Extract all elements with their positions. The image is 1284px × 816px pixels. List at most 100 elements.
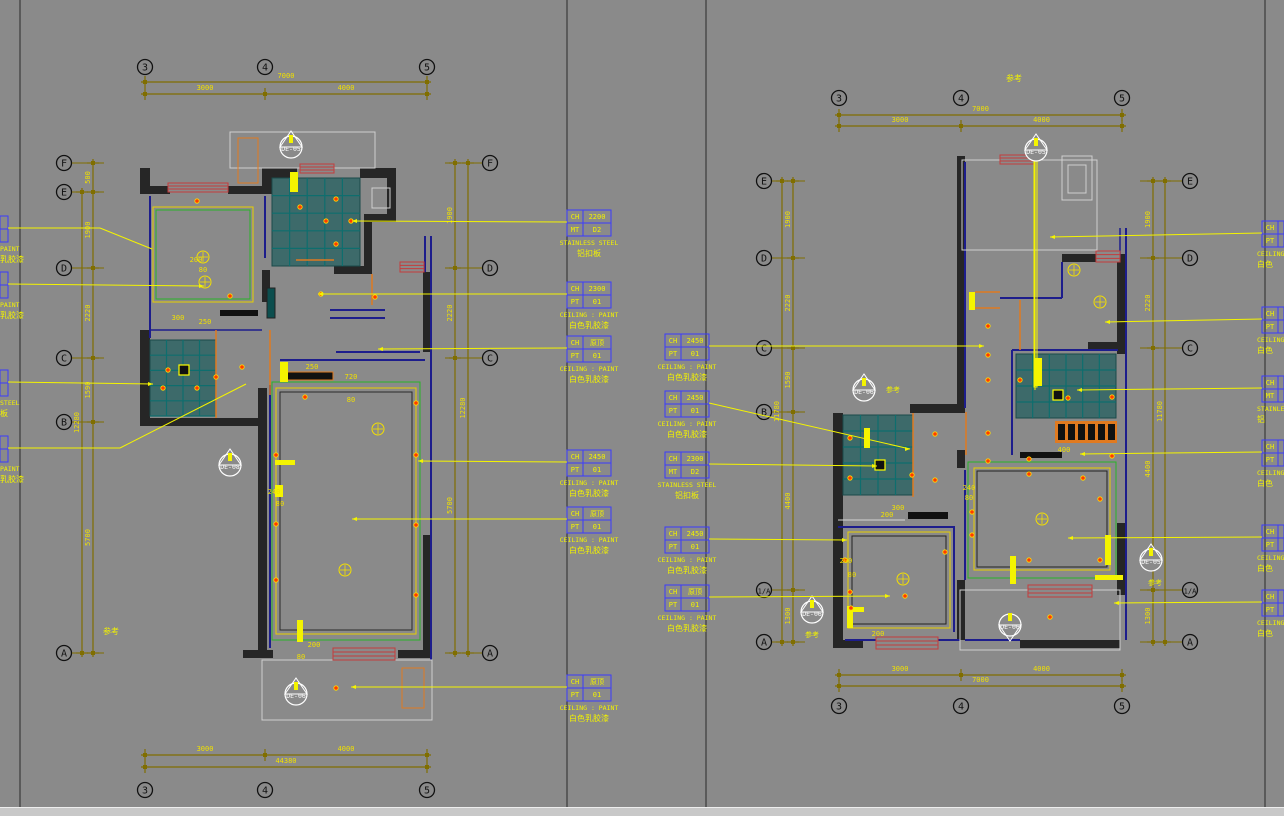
dimension-text: 1900 [84,222,92,239]
grid-axis-bubble [755,581,773,599]
note-reference: 参考 [103,626,119,636]
callout-value: 01 [593,691,601,699]
wall-hatch [243,650,273,658]
section-mark-arrow [279,130,303,148]
ceiling-light [1109,453,1115,459]
callout-desc-en: PAINT [0,301,20,309]
storage-rack-slot [1068,424,1075,440]
ceiling-light [160,385,166,391]
dimension-text: 4400 [1144,461,1152,478]
leader-arrow [318,292,323,296]
ceiling-light [932,477,938,483]
leader-arrow [885,594,890,598]
dimension-node [1151,256,1155,260]
section-mark-arrow [800,595,824,613]
leader-line [7,381,154,385]
dimension-node [263,753,267,757]
dimension-text: 3000 [197,84,214,92]
ceiling-outline [152,206,254,303]
wall-hatch [364,214,396,222]
callout-cell [582,687,612,702]
grid-axis-label: F [487,159,493,170]
dimension-small: 80 [276,500,284,508]
callout-value: 2450 [687,394,704,402]
counter [1020,452,1062,458]
grid-axis-label: A [761,638,767,649]
dimension-text: 4000 [338,745,355,753]
exhaust-fan-icon [338,563,352,577]
callout-value: 2450 [687,337,704,345]
callout-desc-zh: 白色乳胶漆 [667,623,707,633]
dimension-node [837,124,841,128]
grid-axis-bubble [481,154,499,172]
section-mark-bar [294,682,298,690]
grid-axis-bubble [755,172,773,190]
dimension-node [466,161,470,165]
section-mark: DE-05 [279,130,303,159]
section-mark-bar [1008,613,1012,621]
wall-hatch [140,330,150,424]
callout-desc-en: CEILING : PAINT [658,420,717,428]
leader-arrow [905,447,910,451]
dimension-text: 1900 [446,207,454,224]
section-mark: DE-06 [800,595,824,624]
grid-axis-bubble [952,89,970,107]
callout-desc-en: STEEL [0,399,20,407]
dimension-text: 4000 [338,84,355,92]
grid-axis-bubble [1113,697,1131,715]
section-mark-label: DE-06 [854,388,874,396]
dimension-node [453,266,457,270]
callout-code: CH [571,678,579,686]
grid-axis-bubble [481,259,499,277]
wall-hatch [398,650,432,658]
dimension-small: 240 [268,488,281,496]
window-sill [1095,250,1121,263]
callout-cell [0,382,9,397]
grid-axis-bubble [830,697,848,715]
callout-cell [0,228,9,243]
callout-value: 2300 [687,455,704,463]
ceiling-light [985,352,991,358]
dimension-small: 250 [199,318,212,326]
tile-area [271,177,361,267]
section-mark: DE-06 [852,373,876,402]
marker [864,428,870,448]
exhaust-fan-icon [196,250,210,264]
dimension-text: 1900 [784,211,792,228]
dimension-node [1151,588,1155,592]
dimension-text: 7000 [972,676,989,684]
ceiling-light [985,377,991,383]
leader-line [708,538,848,541]
ceiling-light [333,241,339,247]
ceiling-outline [976,470,1108,568]
section-mark-label: DE-06 [286,692,306,700]
grid-axis-label: 1/A [758,588,771,596]
callout-desc-zh: 白色 [1257,563,1273,573]
callout-value: 2300 [589,285,606,293]
grid-axis-bubble [55,154,73,172]
marker [1034,358,1042,386]
ceiling-light [847,589,853,595]
ceiling-outline [271,381,421,641]
callout-desc-en: CEILING : PAINT [658,556,717,564]
leader-arrow [1114,601,1119,605]
ceiling-light [909,472,915,478]
grid-axis-bubble [481,644,499,662]
ceiling-light [302,394,308,400]
dimension-text: 11780 [773,401,781,422]
dimension-node [1151,346,1155,350]
status-bar [0,807,1284,816]
section-mark: DE-08 [218,448,242,477]
leader-arrow [1050,235,1055,239]
callout-value: 原顶 [590,510,604,518]
dimension-node [959,673,963,677]
wall-hatch [957,156,965,410]
grid-axis-label: D [1187,254,1193,265]
balcony-fixture [401,667,425,709]
